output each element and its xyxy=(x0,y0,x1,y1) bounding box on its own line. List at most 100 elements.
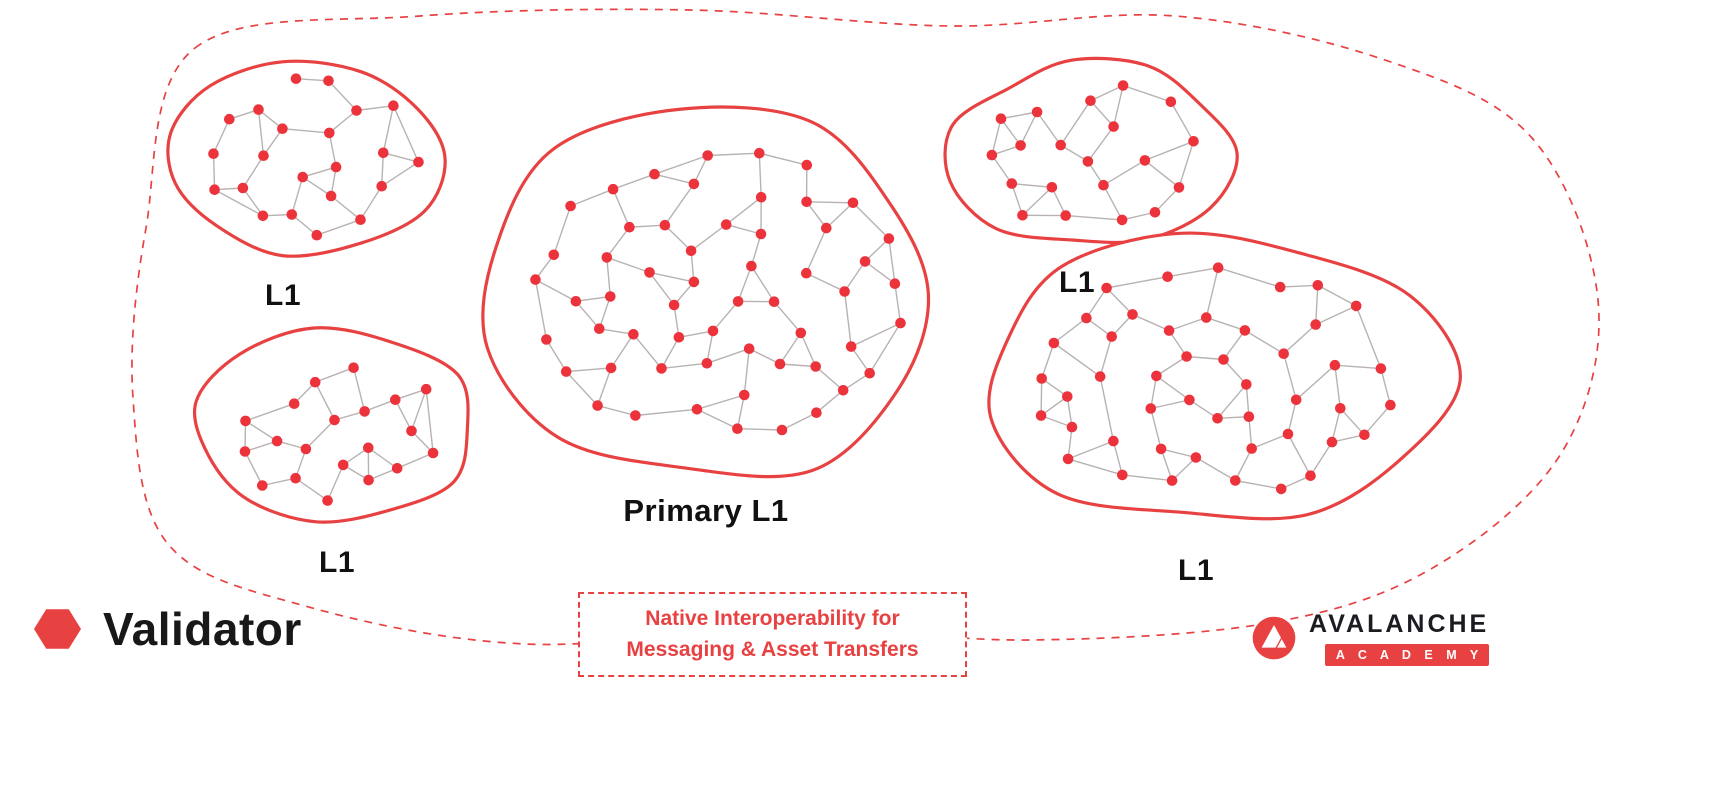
validator-node xyxy=(1188,136,1199,147)
validator-node xyxy=(1149,207,1161,218)
peer-link xyxy=(612,188,631,228)
peer-link xyxy=(805,227,827,274)
validator-node xyxy=(288,398,300,410)
peer-link xyxy=(706,330,714,364)
peer-link xyxy=(1122,474,1173,482)
peer-link xyxy=(1099,376,1115,442)
peer-link xyxy=(1235,479,1282,490)
validator-node xyxy=(1230,475,1241,486)
peer-link xyxy=(1315,285,1319,325)
validator-node xyxy=(290,472,301,484)
validator-node xyxy=(691,404,703,415)
peer-link xyxy=(382,105,395,153)
validator-node xyxy=(1201,312,1212,323)
peer-link xyxy=(707,152,760,157)
peer-link xyxy=(1234,448,1253,481)
peer-link xyxy=(635,408,698,417)
avalanche-wordmark: AVALANCHE xyxy=(1309,610,1490,638)
peer-link xyxy=(395,388,427,401)
validator-node xyxy=(1163,325,1175,336)
peer-link xyxy=(1089,100,1115,128)
validator-node xyxy=(732,423,743,435)
validator-node xyxy=(1101,282,1112,294)
peer-link xyxy=(1155,375,1190,401)
validator-node xyxy=(1108,121,1119,132)
peer-link xyxy=(1244,329,1285,355)
peer-link xyxy=(1160,448,1197,459)
peer-link xyxy=(257,109,265,156)
interop-line-2: Messaging & Asset Transfers xyxy=(626,637,919,661)
validator-node xyxy=(1329,359,1341,371)
validator-node xyxy=(837,385,849,396)
peer-link xyxy=(1067,427,1073,459)
peer-link xyxy=(1317,284,1357,307)
validator-node xyxy=(895,317,906,329)
validator-legend: Validator xyxy=(34,602,302,656)
validator-node xyxy=(644,267,655,278)
peer-link xyxy=(1168,316,1207,332)
peer-link xyxy=(1036,111,1062,146)
validator-node xyxy=(391,463,403,474)
peer-link xyxy=(743,348,750,396)
peer-link xyxy=(706,348,750,364)
peer-link xyxy=(291,213,318,236)
validator-node xyxy=(330,161,342,173)
peer-link xyxy=(545,339,567,372)
peer-link xyxy=(1112,85,1124,127)
validator-node xyxy=(239,446,251,457)
validator-node xyxy=(864,367,875,379)
validator-node xyxy=(1046,182,1058,193)
peer-link xyxy=(888,238,896,284)
peer-link xyxy=(991,154,1013,185)
peer-link xyxy=(1065,214,1123,221)
validator-node xyxy=(363,442,374,454)
peer-link xyxy=(245,403,295,422)
validator-node xyxy=(1326,436,1338,448)
peer-link xyxy=(1334,364,1381,370)
peer-link xyxy=(725,196,762,226)
validator-node xyxy=(688,276,700,288)
l1-network-cluster-2 xyxy=(481,105,931,479)
validator-node xyxy=(1048,337,1060,349)
validator-node xyxy=(258,150,269,161)
validator-node xyxy=(1082,156,1094,167)
validator-node xyxy=(701,358,713,369)
peer-link xyxy=(664,224,692,252)
peer-link xyxy=(1189,399,1218,419)
peer-link xyxy=(1339,407,1365,436)
validator-node xyxy=(427,447,439,459)
peer-link xyxy=(1170,101,1195,142)
validator-node xyxy=(1081,312,1092,324)
peer-link xyxy=(737,428,783,431)
peer-link xyxy=(565,371,599,407)
peer-link xyxy=(1251,433,1289,450)
validator-node xyxy=(702,150,713,161)
peer-link xyxy=(1380,368,1392,406)
validator-node xyxy=(1162,271,1173,283)
validator-node xyxy=(1190,452,1202,463)
peer-link xyxy=(850,322,901,348)
peer-link xyxy=(1121,211,1156,221)
validator-node xyxy=(323,75,334,87)
validator-node xyxy=(390,394,401,406)
validator-node xyxy=(541,334,552,345)
validator-node xyxy=(707,325,719,337)
peer-link xyxy=(864,238,890,262)
validator-node xyxy=(688,178,700,190)
validator-node xyxy=(656,363,667,374)
peer-link xyxy=(327,80,358,111)
validator-node xyxy=(821,222,832,234)
peer-link xyxy=(1283,324,1317,355)
peer-link xyxy=(534,279,548,340)
validator-node xyxy=(208,148,219,159)
peer-link xyxy=(1019,111,1038,146)
validator-node xyxy=(530,274,541,285)
peer-link xyxy=(673,304,680,338)
peer-link xyxy=(1122,84,1172,103)
peer-link xyxy=(758,153,762,198)
peer-link xyxy=(1154,186,1180,213)
peer-link xyxy=(750,233,762,267)
cluster-blob-outline xyxy=(166,59,447,258)
peer-link xyxy=(1248,416,1253,449)
